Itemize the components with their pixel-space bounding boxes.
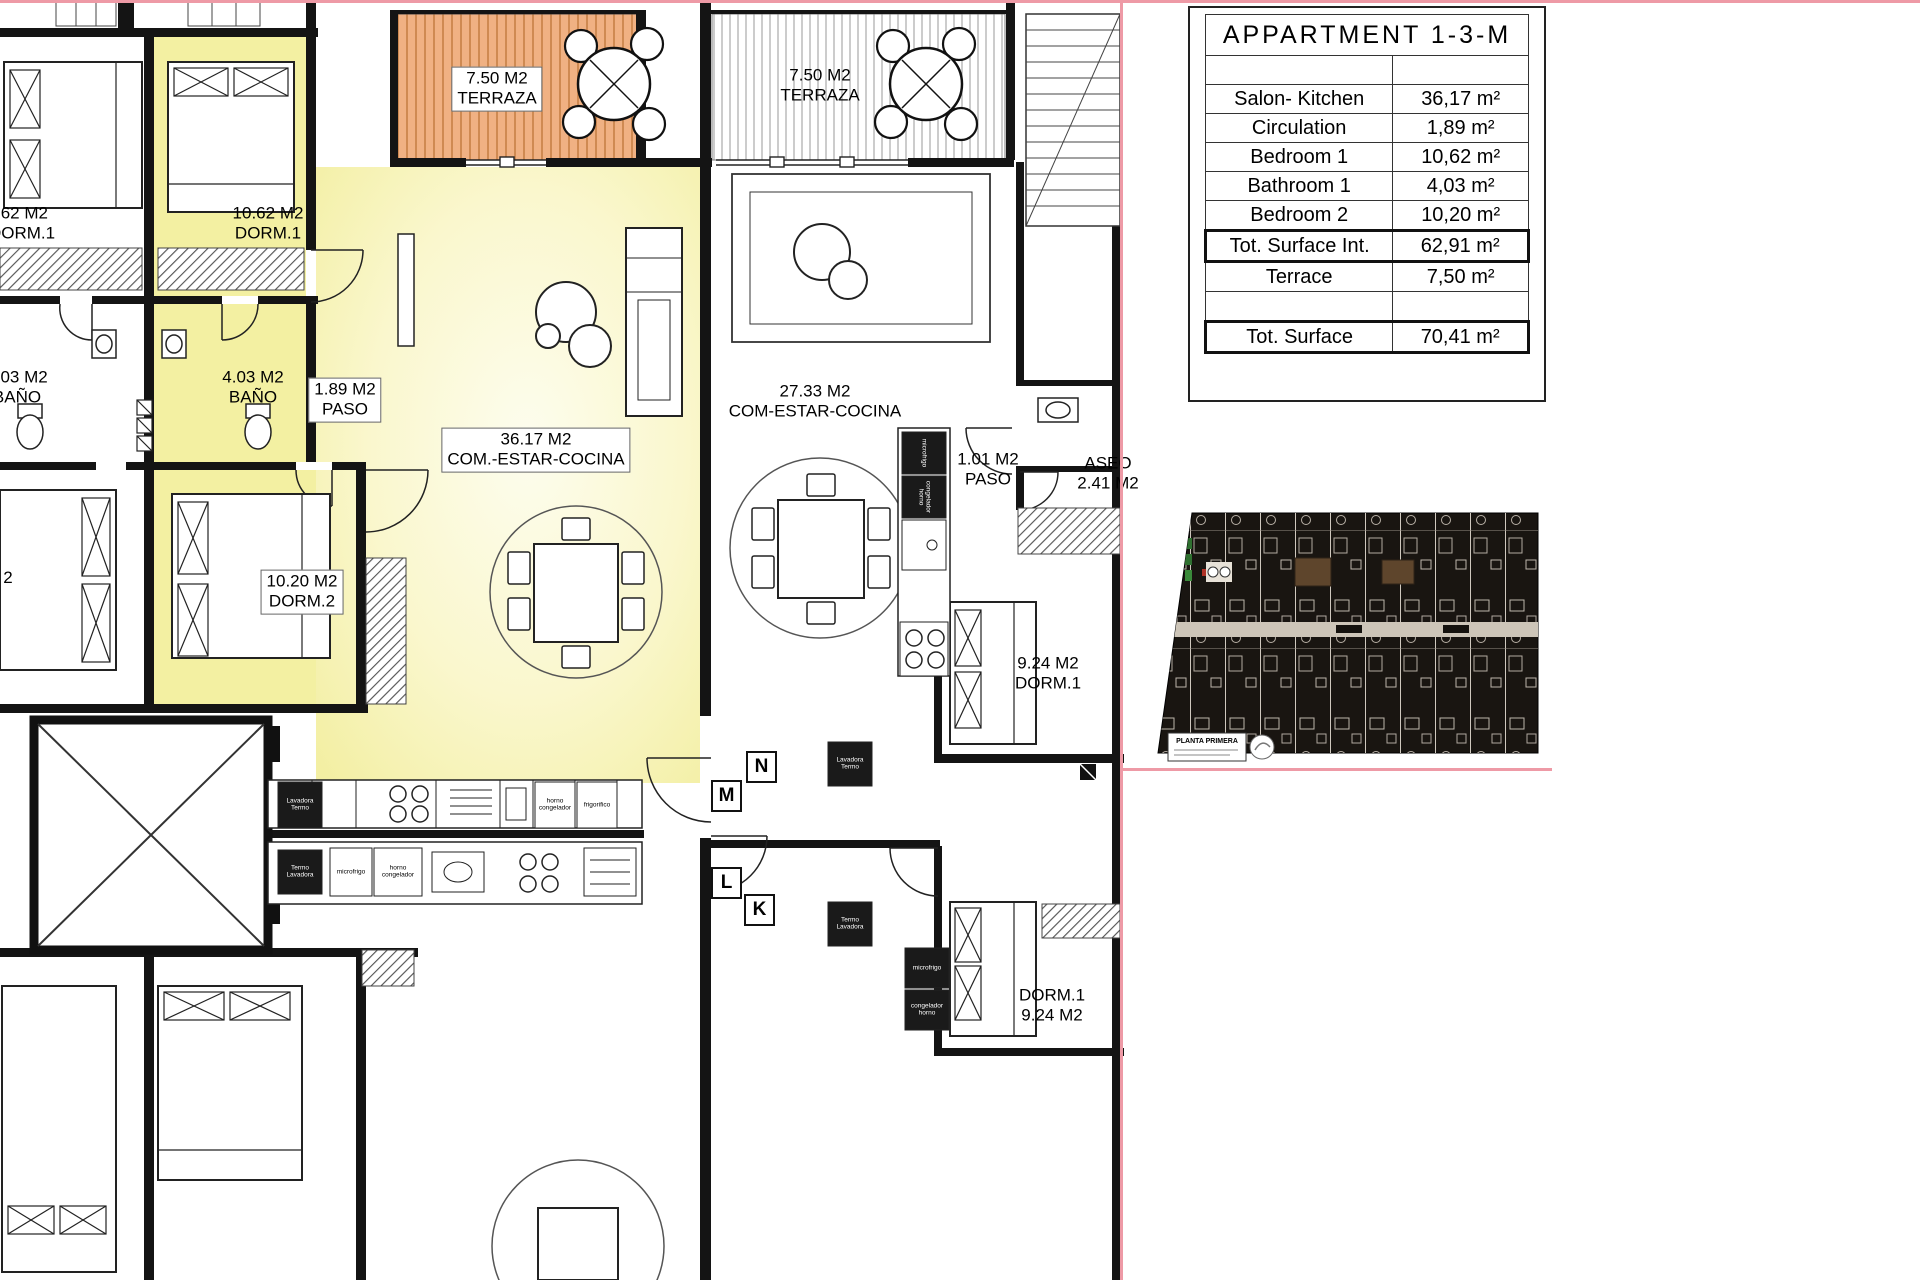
room-label-dorm2-cut: 2 (3, 567, 13, 587)
appliance-label-washer-bottom: Termo Lavadora (286, 864, 314, 879)
unit-marker-l: L (711, 867, 742, 899)
spec-table-title-row: APPARTMENT 1-3-M (1205, 14, 1529, 56)
thumbnail-caption: PLANTA PRIMERA (1176, 738, 1238, 745)
kitchen-counter-bottom-row (267, 841, 643, 905)
appliance-label-oven-right-2: congelador horno (910, 1002, 944, 1017)
unit-marker-k: K (744, 894, 775, 926)
door-gaps (60, 296, 332, 470)
spec-row-total-interior: Tot. Surface Int.62,91 m² (1203, 229, 1530, 263)
terrace-table-right (873, 26, 979, 142)
appliance-label-oven-right: congelador horno (917, 480, 932, 514)
site-plan-thumbnail: PLANTA PRIMERA (1157, 512, 1539, 762)
appliance-label-micro-right-2: microfrigo (912, 964, 942, 972)
hatch-square-on-line (1079, 763, 1097, 781)
staircase-top-right (1025, 13, 1121, 227)
dining-set-bottom-cut (491, 1159, 665, 1280)
appliance-label-oven-bottom: horno congelador (381, 864, 415, 879)
sliding-door-left (466, 156, 546, 168)
kitchen-right-apartment (827, 427, 951, 1031)
plant-left (535, 281, 612, 368)
shaft-boxes (136, 399, 153, 452)
appliance-label-washer-top: Lavadora Termo (286, 797, 314, 812)
plot-boundary-line-top (0, 0, 1920, 3)
window-top-left (55, 1, 261, 27)
unit-marker-m: M (711, 780, 742, 812)
beds (0, 61, 1037, 1273)
tv-unit (397, 233, 415, 347)
unit-marker-n: N (746, 751, 777, 783)
plot-boundary-line-horizontal (1120, 768, 1552, 771)
appliance-label-micro-right: microfrigo (920, 438, 928, 468)
appliance-label-fridge-top-1: horno congelador (538, 797, 572, 812)
dining-set-right (729, 457, 911, 639)
kitchen-counter-top-row (267, 779, 643, 829)
appliance-label-washer-right-2: Termo Lavadora (836, 916, 864, 931)
dining-set-left (489, 505, 663, 679)
thumbnail-logo (1249, 734, 1275, 760)
appliance-label-fridge-top-2: frigorifico (583, 801, 611, 809)
spec-table-title: APPARTMENT 1-3-M (1205, 14, 1529, 56)
appliance-label-micro-bottom: microfrigo (336, 868, 366, 876)
sliding-door-right (716, 156, 908, 168)
plant-right (793, 223, 868, 300)
terrace-table-left (561, 26, 667, 142)
appliance-label-washer-right-1: Lavadora Termo (836, 756, 864, 771)
cabinet-left-living (625, 227, 683, 417)
stair-core (29, 715, 280, 955)
bathroom-fixtures (16, 329, 1079, 450)
plot-boundary-line-vertical (1120, 0, 1123, 1280)
spec-row-blank-2 (1204, 291, 1529, 322)
spec-row-blank-1 (1204, 55, 1529, 85)
sofa-right-living (731, 173, 991, 343)
door-swings (59, 249, 1059, 897)
